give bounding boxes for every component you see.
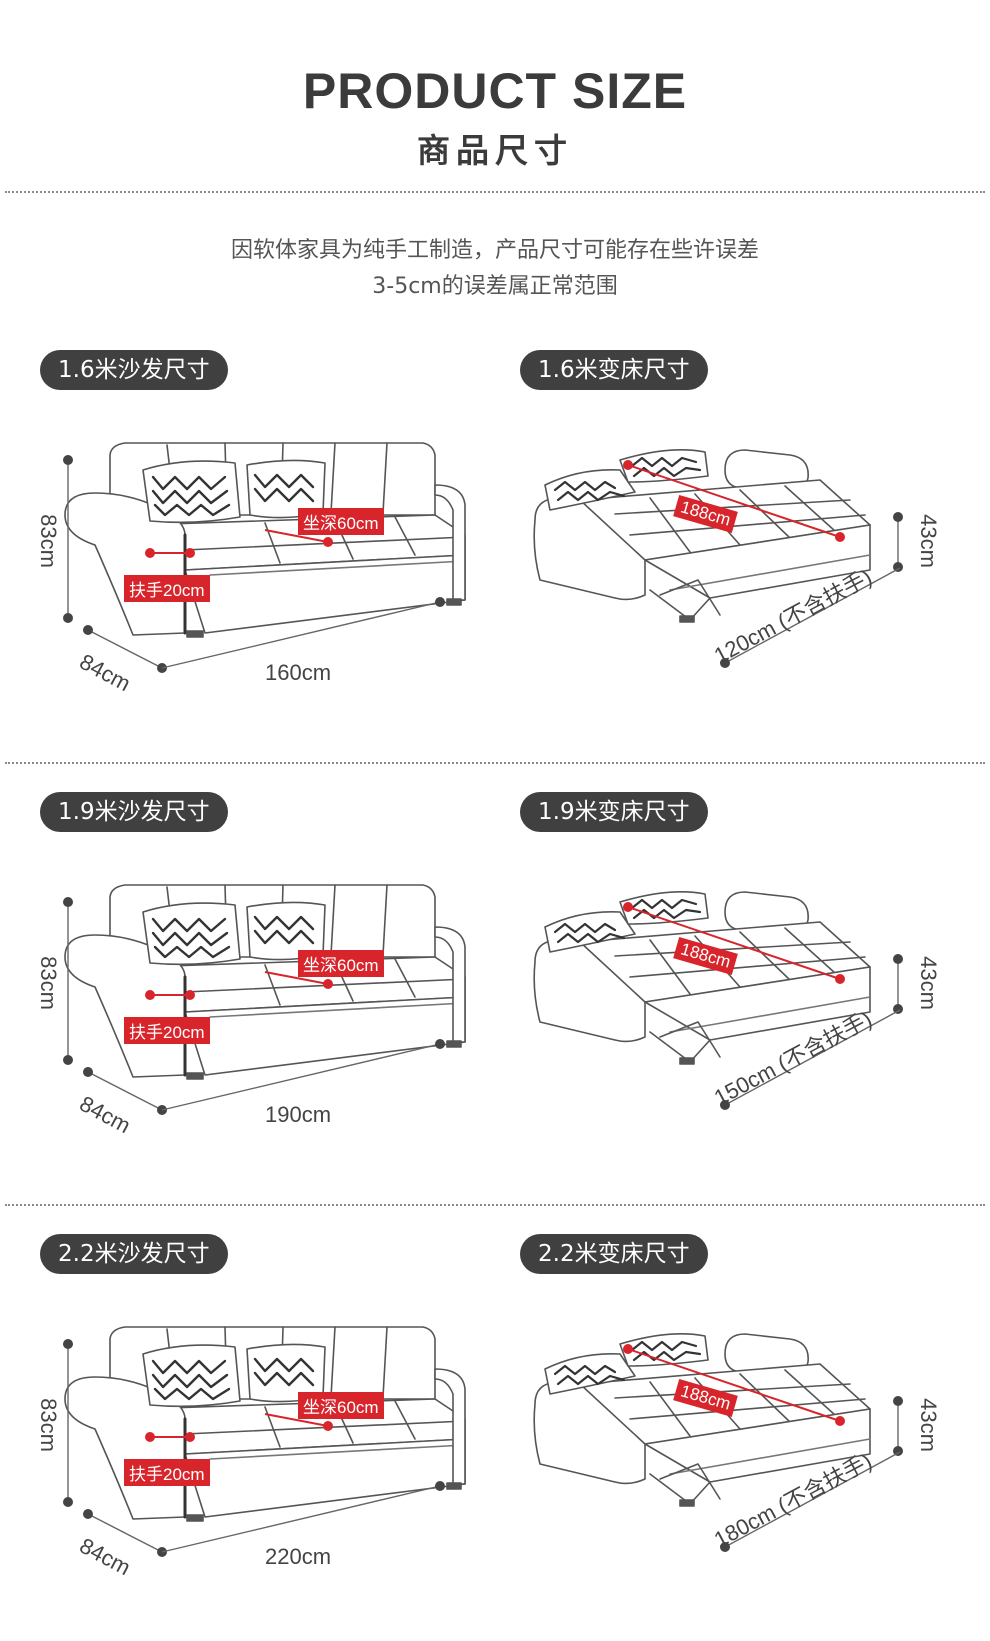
seat-depth-tag: 坐深60cm [298,508,384,535]
sofa-size-label: 1.9米沙发尺寸 [40,792,228,832]
sofa-dimension-lines [63,455,903,673]
sofa-illustration [64,1326,466,1522]
note-line-2: 3-5cm的误差属正常范围 [372,274,618,299]
sofa-dimension-lines [63,897,903,1115]
sofa-dimension-lines [63,1339,903,1557]
sofa-illustration [64,442,466,638]
bed-height-label: 43cm [916,1398,941,1452]
armrest-tag: 扶手20cm [124,1017,210,1044]
bed-size-label: 2.2米变床尺寸 [520,1234,708,1274]
page-subtitle: 商品尺寸 [417,131,573,170]
sofa-height-label: 83cm [36,1398,61,1452]
sofa-illustration [64,884,466,1080]
note-line-1: 因软体家具为纯手工制造，产品尺寸可能存在些许误差 [230,238,759,263]
armrest-tag: 扶手20cm [124,1459,210,1486]
armrest-tag: 扶手20cm [124,575,210,602]
sofa-size-label: 1.6米沙发尺寸 [40,350,228,390]
seat-depth-tag: 坐深60cm [298,950,384,977]
sofa-width-label: 190cm [265,1102,332,1127]
page-title: PRODUCT SIZE [302,63,688,119]
divider [5,191,985,193]
divider [5,1204,985,1206]
sofa-width-label: 220cm [265,1544,332,1569]
seat-depth-tag: 坐深60cm [298,1392,384,1419]
sofa-width-label: 160cm [265,660,332,685]
sofa-size-label: 2.2米沙发尺寸 [40,1234,228,1274]
bed-size-label: 1.6米变床尺寸 [520,350,708,390]
divider [5,762,985,764]
bed-size-label: 1.9米变床尺寸 [520,792,708,832]
